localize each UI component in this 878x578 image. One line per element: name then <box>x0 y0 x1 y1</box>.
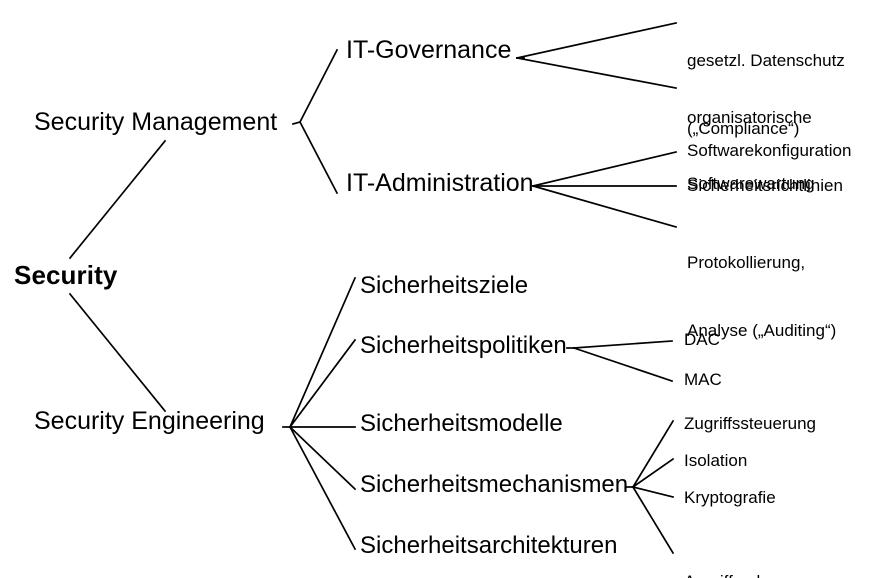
leaf-zugriffssteuerung[interactable]: Zugriffssteuerung <box>684 414 816 433</box>
leaf-angriffserkennung[interactable]: Angriffserkennung (Intrusion Detection) <box>684 526 837 578</box>
edge-it-governance-to-compliance <box>515 21 678 60</box>
edge-root-to-security-engineering <box>68 292 167 413</box>
edge-sicherheitsmechanismen-to-isolation <box>631 457 675 489</box>
edge-fork-to-sicherheitsmechanismen <box>288 425 357 491</box>
leaf-protokollierung-analyse[interactable]: Protokollierung, Analyse („Auditing“) <box>687 207 836 388</box>
edge-sicherheitsmechanismen-to-zugriffssteuerung <box>631 419 675 489</box>
node-security-management[interactable]: Security Management <box>34 108 278 136</box>
node-sicherheitsarchitekturen[interactable]: Sicherheitsarchitekturen <box>360 532 618 559</box>
leaf-dac[interactable]: DAC <box>684 330 720 349</box>
edge-fork-to-sicherheitsziele <box>288 276 357 429</box>
leaf-organisatorische-line2: Sicherheitsrichtlinien <box>687 176 843 196</box>
node-sicherheitspolitiken[interactable]: Sicherheitspolitiken <box>360 332 567 359</box>
edge-fork-to-it-administration <box>298 120 339 195</box>
edge-fork-to-it-governance <box>298 48 339 124</box>
edge-sicherheitspolitiken-to-dac <box>573 340 673 349</box>
edge-sicherheitsmechanismen-to-kryptografie <box>631 485 675 499</box>
leaf-gesetzl-datenschutz[interactable]: gesetzl. Datenschutz („Compliance“) <box>687 5 845 186</box>
node-it-administration[interactable]: IT-Administration <box>346 169 534 197</box>
edge-sicherheitsmechanismen-to-angriffserkennung <box>631 485 675 555</box>
leaf-protokollierung-line1: Protokollierung, <box>687 253 806 273</box>
edge-it-governance-to-richtlinien <box>516 57 677 89</box>
edge-root-to-security-management <box>68 139 167 260</box>
node-security-engineering[interactable]: Security Engineering <box>34 407 265 435</box>
leaf-softwarekonfiguration[interactable]: Softwarekonfiguration <box>687 141 852 160</box>
leaf-softwarewartung[interactable]: Softwarewartung <box>687 174 815 193</box>
node-it-governance[interactable]: IT-Governance <box>346 36 512 64</box>
leaf-angriffserkennung-line1: Angriffserkennung <box>684 571 837 578</box>
leaf-mac[interactable]: MAC <box>684 370 722 389</box>
edge-fork-to-sicherheitsarchitekturen <box>288 425 357 551</box>
edge-fork-to-sicherheitspolitiken <box>288 338 357 429</box>
leaf-kryptografie[interactable]: Kryptografie <box>684 488 776 507</box>
edge-security-management-to-fork <box>291 120 302 126</box>
node-sicherheitsmodelle[interactable]: Sicherheitsmodelle <box>360 410 563 437</box>
leaf-organisatorische-sicherheitsrichtlinien[interactable]: organisatorische Sicherheitsrichtlinien <box>687 62 843 243</box>
node-sicherheitsziele[interactable]: Sicherheitsziele <box>360 272 529 299</box>
leaf-isolation[interactable]: Isolation <box>684 451 748 470</box>
node-root-security[interactable]: Security <box>14 260 118 290</box>
leaf-gesetzl-datenschutz-line2: („Compliance“) <box>687 119 800 139</box>
leaf-gesetzl-datenschutz-line1: gesetzl. Datenschutz <box>687 51 845 71</box>
leaf-protokollierung-line2: Analyse („Auditing“) <box>687 321 837 341</box>
node-sicherheitsmechanismen[interactable]: Sicherheitsmechanismen <box>360 471 629 498</box>
edge-sicherheitspolitiken-to-mac <box>572 346 674 383</box>
edge-it-administration-to-softwarekonfiguration <box>531 150 678 188</box>
edge-it-administration-to-protokollierung <box>531 184 678 229</box>
leaf-organisatorische-line1: organisatorische <box>687 108 812 128</box>
